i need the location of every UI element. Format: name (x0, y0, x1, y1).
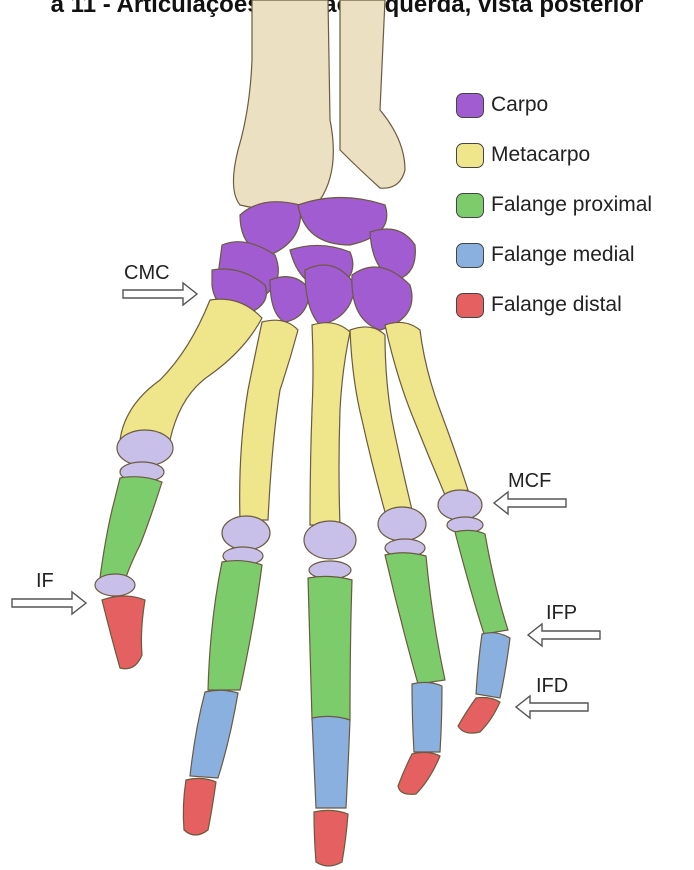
metacarpal-middle (310, 323, 350, 525)
legend-item-metacarpo: Metacarpo (456, 130, 652, 180)
distal-phalanx-ring (398, 752, 440, 794)
joint-cap (117, 430, 173, 466)
ulna-bone (340, 0, 405, 188)
legend-item-falange-proximal: Falange proximal (456, 180, 652, 230)
joint-arrows (12, 283, 600, 718)
joint-cap (304, 521, 356, 559)
joint-label-cmc: CMC (124, 262, 170, 285)
legend-swatch (456, 293, 484, 318)
legend-label: Metacarpo (491, 143, 590, 167)
proximal-phalanx-index (208, 561, 262, 690)
joint-label-if: IF (36, 570, 54, 593)
metacarpal-thumb (120, 299, 262, 442)
joint-cap (378, 507, 426, 541)
proximal-phalanx-little (455, 530, 508, 634)
metacarpal-index (240, 320, 298, 520)
legend-item-falange-distal: Falange distal (456, 280, 652, 330)
legend-item-carpo: Carpo (456, 80, 652, 130)
proximal-phalanx-thumb (100, 477, 162, 580)
joint-label-ifd: IFD (536, 675, 568, 698)
forearm-bones (233, 0, 405, 209)
legend-label: Carpo (491, 93, 548, 117)
proximal-phalanx-ring (385, 553, 445, 684)
arrow-ifp (528, 624, 600, 646)
legend-label: Falange medial (491, 243, 635, 267)
medial-phalanx-little (476, 633, 510, 698)
joint-label-ifp: IFP (546, 602, 577, 625)
legend-swatch (456, 143, 484, 168)
distal-phalanx-little (458, 698, 500, 734)
legend-label: Falange distal (491, 293, 622, 317)
radius-bone (233, 0, 333, 209)
legend: Carpo Metacarpo Falange proximal Falange… (456, 80, 652, 330)
joint-cap (438, 490, 482, 520)
legend-swatch (456, 93, 484, 118)
arrow-cmc (123, 283, 197, 305)
distal-phalanx-thumb (102, 596, 145, 669)
proximal-phalanx-middle (308, 576, 352, 720)
arrow-if (12, 592, 86, 614)
medial-phalanx-index (190, 690, 238, 778)
metacarpal-bones (120, 299, 468, 525)
legend-label: Falange proximal (491, 193, 652, 217)
legend-swatch (456, 243, 484, 268)
joint-cap (95, 574, 135, 596)
joint-label-mcf: MCF (508, 470, 551, 493)
medial-phalanx-ring (412, 682, 442, 752)
joint-cap (222, 516, 270, 550)
distal-phalanx-middle (314, 810, 348, 866)
distal-phalanx-index (183, 778, 216, 835)
arrow-mcf (494, 492, 566, 514)
medial-phalanx-middle (312, 716, 350, 808)
legend-swatch (456, 193, 484, 218)
legend-item-falange-medial: Falange medial (456, 230, 652, 280)
carpal-bone (270, 277, 310, 322)
arrow-ifd (516, 696, 588, 718)
